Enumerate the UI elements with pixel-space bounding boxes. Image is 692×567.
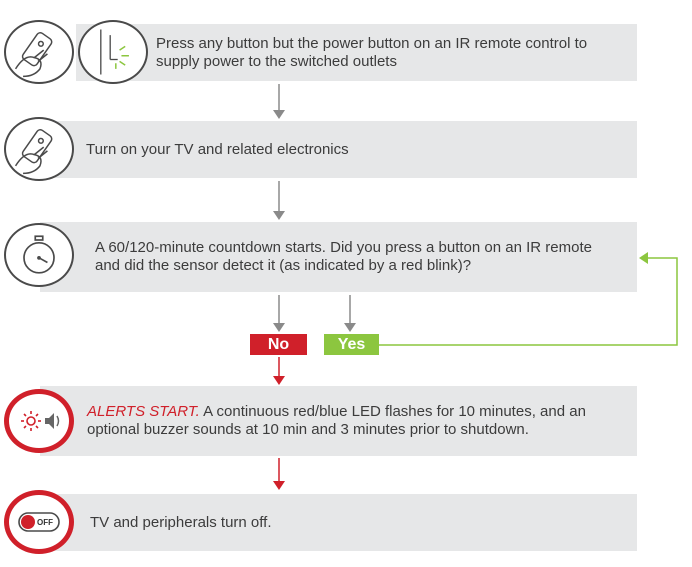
yes-tag: Yes bbox=[324, 334, 379, 355]
step-4-box: ALERTS START. A continuous red/blue LED … bbox=[40, 386, 637, 456]
step-1-box: Press any button but the power button on… bbox=[76, 24, 637, 81]
step-3-box: A 60/120-minute countdown starts. Did yo… bbox=[40, 222, 637, 292]
step-5-box: TV and peripherals turn off. bbox=[40, 494, 637, 551]
yes-loop-connector bbox=[379, 257, 678, 346]
step-5-text: TV and peripherals turn off. bbox=[90, 513, 272, 531]
step-4-body: A continuous red/blue LED flashes for 10… bbox=[87, 403, 586, 438]
alert-prefix: ALERTS START. bbox=[87, 403, 200, 420]
no-tag: No bbox=[250, 334, 307, 355]
step-2-text: Turn on your TV and related electronics bbox=[86, 140, 349, 158]
off-switch-label: OFF bbox=[37, 518, 53, 527]
step-4-text: ALERTS START. A continuous red/blue LED … bbox=[87, 403, 632, 439]
led-speaker-icon bbox=[4, 389, 74, 453]
sensor-blink-icon bbox=[78, 20, 148, 84]
remote-control-hand-icon bbox=[4, 20, 74, 84]
step-3-text: A 60/120-minute countdown starts. Did yo… bbox=[95, 239, 592, 274]
off-switch-icon: OFF bbox=[4, 490, 74, 554]
step-2-box: Turn on your TV and related electronics bbox=[40, 121, 637, 178]
step-1-text: Press any button but the power button on… bbox=[156, 34, 588, 70]
stopwatch-icon bbox=[4, 223, 74, 287]
remote-control-hand-icon bbox=[4, 117, 74, 181]
